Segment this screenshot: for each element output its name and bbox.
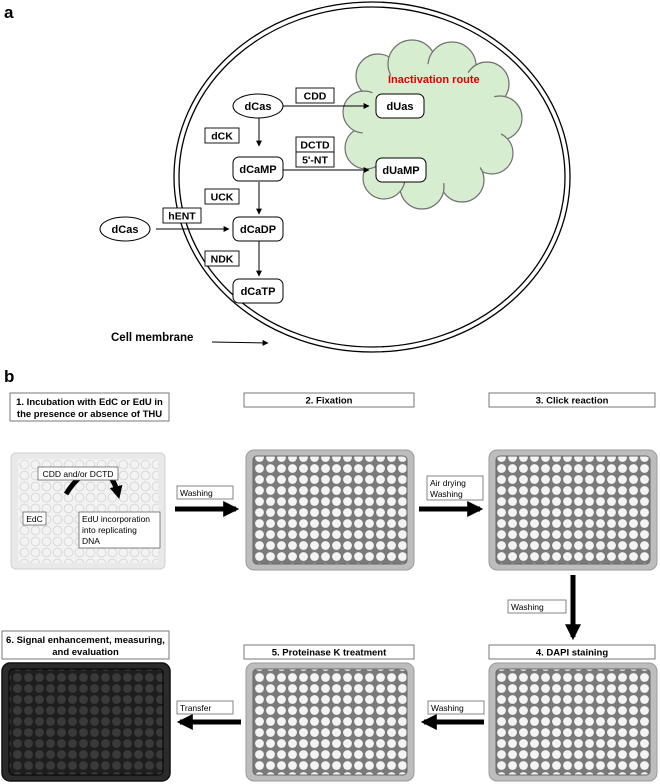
- svg-text:DCTD: DCTD: [300, 140, 330, 152]
- enzyme-ndk: NDK: [204, 250, 240, 267]
- svg-text:dCas: dCas: [245, 101, 272, 113]
- svg-text:Washing: Washing: [430, 489, 463, 499]
- step-3-title: 3. Click reaction: [488, 392, 656, 408]
- plate-5: [245, 662, 415, 782]
- svg-text:5'-NT: 5'-NT: [302, 155, 328, 167]
- node-dcatp: dCaTP: [232, 278, 284, 304]
- enzyme-dctd: DCTD: [295, 136, 335, 153]
- plate-6-dark: [1, 662, 171, 782]
- inset-product-label: EdU incorporation into replicating DNA: [78, 511, 161, 549]
- svg-text:Transfer: Transfer: [180, 703, 212, 713]
- svg-text:the presence or absence of THU: the presence or absence of THU: [17, 409, 162, 420]
- arrow-cell-membrane-pointer: [211, 339, 269, 346]
- inset-enzyme-label: CDD and/or DCTD: [37, 466, 119, 481]
- svg-text:NDK: NDK: [211, 254, 234, 266]
- plate-4: [488, 662, 658, 782]
- step-5-title: 5. Proteinase K treatment: [243, 644, 415, 660]
- arrow-label-washing-3: Washing: [427, 700, 485, 715]
- node-dcadp: dCaDP: [232, 216, 284, 242]
- plate-2: [245, 449, 415, 571]
- svg-text:dUas: dUas: [387, 101, 414, 113]
- svg-text:hENT: hENT: [168, 211, 196, 223]
- svg-text:EdC: EdC: [26, 514, 43, 524]
- svg-text:Washing: Washing: [511, 602, 544, 612]
- arrow-label-washing-1: Washing: [176, 485, 234, 500]
- step-2-title: 2. Fixation: [243, 392, 415, 408]
- svg-text:into replicating: into replicating: [82, 525, 137, 535]
- step-4-title: 4. DAPI staining: [488, 644, 656, 660]
- svg-text:2. Fixation: 2. Fixation: [306, 396, 353, 407]
- cell-membrane-inner: [178, 6, 566, 348]
- inset-substrate-label: EdC: [22, 511, 47, 526]
- enzyme-dck: dCK: [204, 127, 240, 144]
- svg-text:3. Click reaction: 3. Click reaction: [536, 396, 609, 407]
- svg-text:dCaTP: dCaTP: [241, 286, 276, 298]
- inactivation-cloud: [342, 39, 523, 210]
- svg-text:CDD: CDD: [304, 91, 327, 103]
- svg-text:CDD and/or DCTD: CDD and/or DCTD: [43, 469, 114, 479]
- arrow-label-transfer: Transfer: [176, 700, 234, 715]
- enzyme-hent: hENT: [162, 207, 202, 224]
- panel-b-label: b: [4, 367, 14, 386]
- svg-text:dCaMP: dCaMP: [239, 164, 276, 176]
- node-dcamp: dCaMP: [232, 156, 284, 182]
- svg-text:DNA: DNA: [82, 536, 100, 546]
- svg-text:dCaDP: dCaDP: [240, 224, 276, 236]
- svg-text:5. Proteinase K treatment: 5. Proteinase K treatment: [272, 648, 387, 659]
- plate-3: [488, 449, 658, 571]
- svg-text:Air drying: Air drying: [430, 478, 466, 488]
- svg-text:and evaluation: and evaluation: [52, 647, 119, 658]
- enzyme-cdd: CDD: [295, 87, 335, 104]
- node-dcas-outside: dCas: [99, 216, 151, 242]
- svg-text:EdU incorporation: EdU incorporation: [82, 514, 150, 524]
- enzyme-5nt: 5'-NT: [295, 151, 335, 168]
- arrow-label-washing-2: Washing: [507, 599, 567, 614]
- inactivation-route-label: Inactivation route: [388, 74, 480, 86]
- node-dcas-inside: dCas: [232, 93, 284, 119]
- svg-text:dUaMP: dUaMP: [382, 165, 419, 177]
- node-duas: dUas: [375, 93, 425, 119]
- svg-text:Washing: Washing: [431, 703, 464, 713]
- enzyme-uck: UCK: [204, 188, 240, 205]
- svg-text:6. Signal enhancement, measuri: 6. Signal enhancement, measuring,: [6, 635, 165, 646]
- svg-text:UCK: UCK: [211, 192, 234, 204]
- cell-membrane-outer: [173, 1, 571, 353]
- step-1-title: 1. Incubation with EdC or EdU in the pre…: [9, 392, 170, 422]
- svg-text:1. Incubation with EdC or EdU: 1. Incubation with EdC or EdU in: [16, 397, 163, 408]
- step-6-title: 6. Signal enhancement, measuring, and ev…: [1, 630, 170, 660]
- svg-text:Washing: Washing: [180, 488, 213, 498]
- svg-text:4. DAPI staining: 4. DAPI staining: [536, 648, 609, 659]
- cell-membrane-label: Cell membrane: [111, 332, 193, 344]
- node-duamp: dUaMP: [375, 157, 427, 183]
- svg-text:dCK: dCK: [211, 131, 233, 143]
- panel-a-label: a: [4, 3, 14, 22]
- svg-text:dCas: dCas: [112, 224, 139, 236]
- arrow-label-air-drying-washing: Air drying Washing: [426, 475, 484, 501]
